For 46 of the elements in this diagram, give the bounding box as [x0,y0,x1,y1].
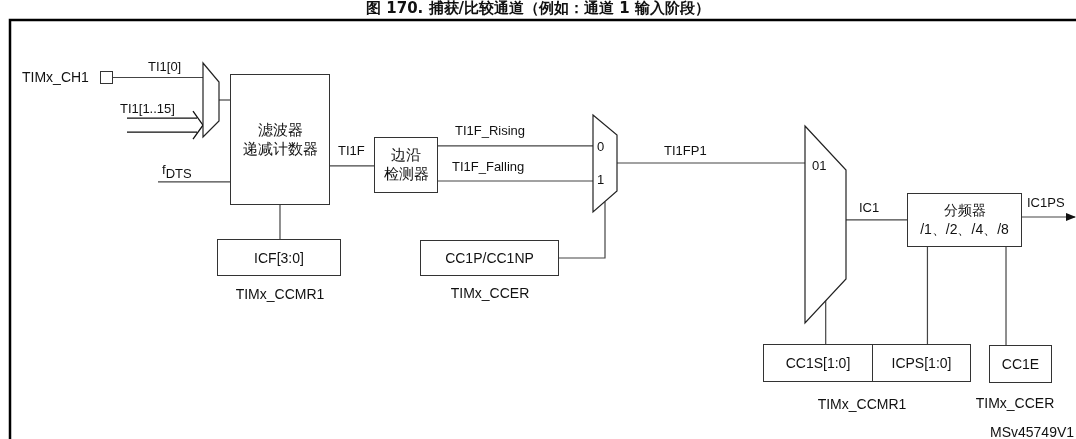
block-label: 分频器 [943,201,986,220]
figure-id: MSv45749V1 [990,425,1075,439]
output-arrow [1021,213,1076,221]
signal-label: TI1[1..15] [120,101,175,116]
signal-label: IC1PS [1027,195,1065,210]
connector-line [329,165,375,167]
connector-line [558,201,606,259]
register-field-box: CC1P/CC1NP [420,240,559,276]
prescaler-box [907,193,1022,247]
block-label: /1、/2、/4、/8 [920,220,1009,239]
block-label: 检测器 [383,165,429,184]
block-label: 边沿 [391,146,421,165]
input-number: 0 [597,139,605,154]
connector-line [926,246,929,345]
filter-box [230,74,330,205]
block-label: 递减计数器 [242,139,318,159]
signal-label: TI1F_Rising [455,123,526,138]
connector-line [218,99,231,101]
signal-label: TI1F_Falling [452,159,525,174]
connector-line [1005,246,1007,346]
signal-label: IC1 [859,200,880,215]
pin-label: TIMx_CH1 [22,70,89,85]
edge-detector-box [374,137,438,193]
connector-line [437,180,594,182]
register-name: TIMx_CCER [974,396,1056,411]
signal-label: TI1F [338,143,365,158]
signal-label: TI1FP1 [664,143,707,158]
register-name: TIMx_CCER [449,286,531,301]
bus-arrow [126,110,204,140]
register-field-box: ICF[3:0] [217,239,341,276]
connector-line [825,299,827,345]
register-field-box: CC1E [989,345,1052,383]
signal-line [157,181,231,183]
register-name: TIMx_CCMR1 [816,397,908,412]
select-label: 01 [812,158,827,173]
input-number: 1 [597,172,605,187]
figure-title: 图 170. 捕获/比较通道（例如：通道 1 输入阶段） [365,1,711,16]
register-field-box: ICPS[1:0] [872,344,971,382]
register-field-box: CC1S[1:0] [763,344,873,382]
connector-line [279,204,281,240]
register-name: TIMx_CCMR1 [234,287,326,302]
connector-line [437,145,594,147]
signal-label: TI1[0] [148,59,182,74]
pin-square [100,71,113,84]
block-label: 滤波器 [257,120,303,140]
connector-line [112,76,204,79]
